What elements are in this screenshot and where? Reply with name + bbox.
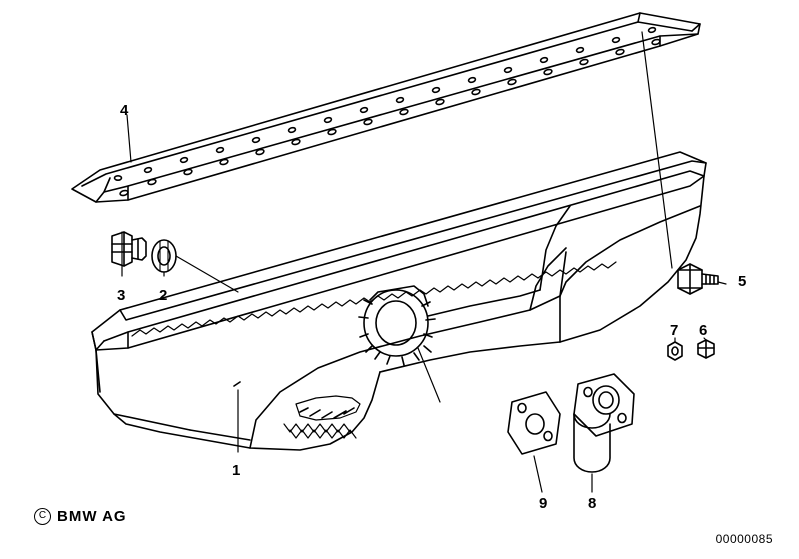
copyright-icon: C — [34, 508, 51, 525]
callout-1: 1 — [232, 462, 241, 479]
callout-7: 7 — [670, 322, 679, 339]
oil-pan-gasket-part — [71, 12, 701, 203]
drain-plug-part — [111, 231, 147, 267]
copyright-notice: C BMW AG — [34, 508, 127, 525]
part-number-label: 00000085 — [715, 532, 773, 546]
callout-4: 4 — [120, 102, 129, 119]
hex-nut-part — [667, 341, 683, 361]
callout-8: 8 — [588, 495, 597, 512]
callout-2: 2 — [159, 287, 168, 304]
hex-bolt-part — [677, 263, 719, 295]
callout-6: 6 — [699, 322, 708, 339]
callout-5: 5 — [738, 273, 747, 290]
oil-pan-part — [91, 151, 707, 451]
sealing-ring-part — [151, 239, 177, 273]
oil-pickup-flange-part — [573, 373, 635, 473]
lock-washer-part — [697, 339, 715, 359]
callout-9: 9 — [539, 495, 548, 512]
callout-3: 3 — [117, 287, 126, 304]
brand-label: BMW AG — [57, 508, 127, 525]
flange-gasket-part — [507, 391, 561, 455]
leader-lines — [121, 31, 727, 493]
